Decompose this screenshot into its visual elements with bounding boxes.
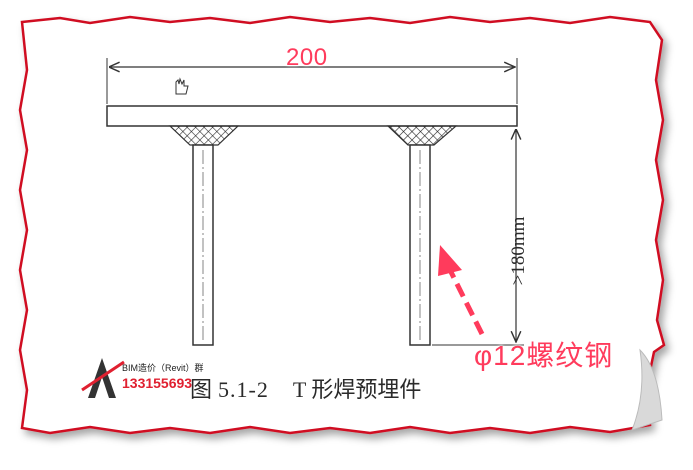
- watermark-phone: 133155693: [122, 375, 193, 391]
- figure-title: T 形焊预埋件: [292, 377, 422, 402]
- annotation-pointer: [447, 268, 485, 336]
- annotation-arrowhead: [438, 245, 462, 276]
- weld-left-crosshatch: [170, 126, 238, 145]
- steel-plate: [106, 105, 518, 127]
- logo-mark: [88, 358, 116, 398]
- height-dimension-label: >180mm: [508, 216, 529, 286]
- weld-right-crosshatch: [388, 126, 456, 145]
- hand-cursor-icon: [175, 77, 189, 95]
- figure-prefix: 图: [190, 377, 213, 402]
- figure-number: 5.1-2: [218, 377, 269, 402]
- page-curl: [631, 348, 663, 431]
- width-dimension-label: 200: [286, 44, 328, 71]
- logo-mark-slash: [81, 360, 125, 392]
- rebar-annotation: φ12螺纹钢: [474, 340, 614, 371]
- watermark-brand: BIM造价（Revit）群: [122, 363, 204, 373]
